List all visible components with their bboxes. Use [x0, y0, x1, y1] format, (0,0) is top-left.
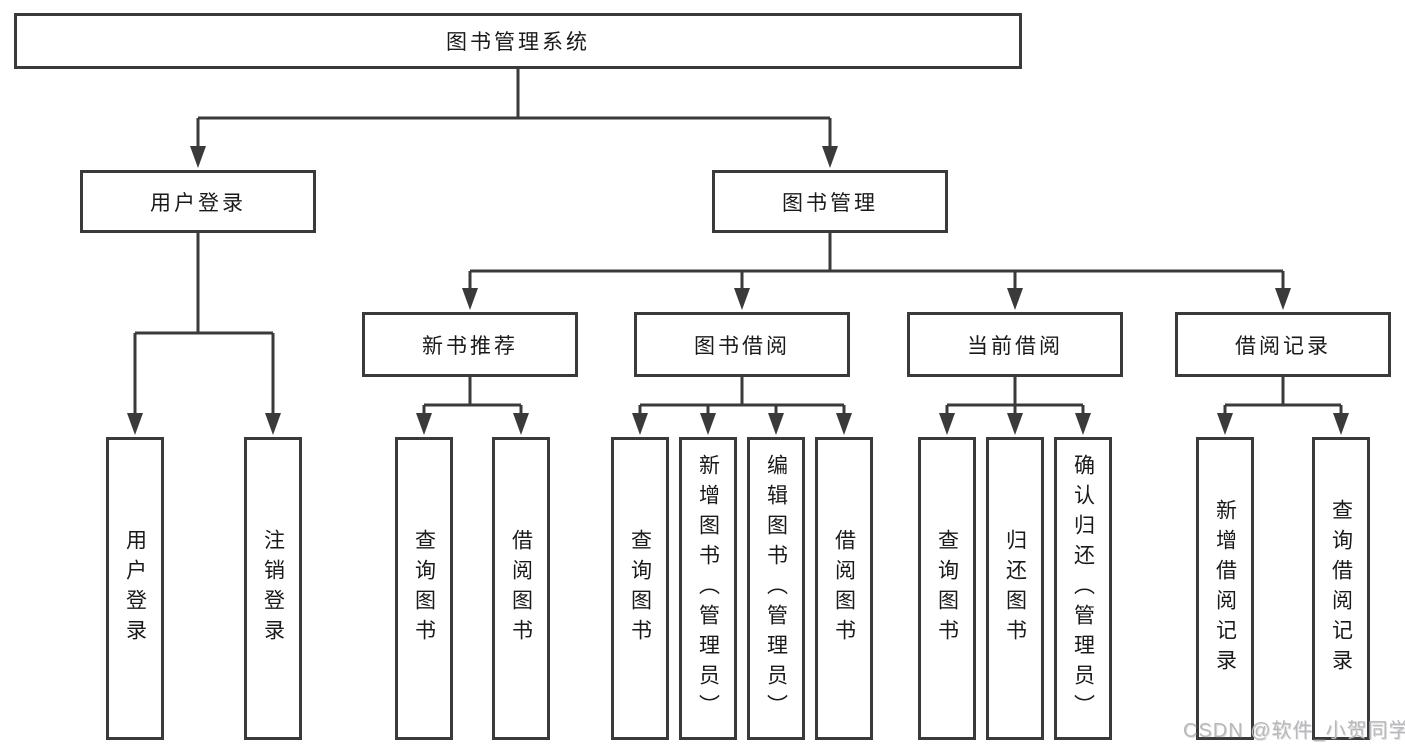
node-label: 图书管理 [782, 191, 878, 215]
leaf-label: 注销登录 [261, 528, 285, 649]
node-label: 借阅记录 [1235, 334, 1331, 358]
leaf-label: 归还图书 [1003, 528, 1027, 649]
leaf-edit-book-admin: 编辑图书（管理员） [747, 437, 805, 740]
node-new-book-recommend: 新书推荐 [362, 312, 578, 377]
node-current-borrowing: 当前借阅 [907, 312, 1123, 377]
leaf-add-book-admin: 新增图书（管理员） [679, 437, 737, 740]
leaf-label: 查询图书 [935, 528, 959, 649]
node-label: 图书借阅 [694, 334, 790, 358]
node-user-login: 用户登录 [80, 170, 316, 233]
node-borrowing-records: 借阅记录 [1175, 312, 1391, 377]
leaf-label: 确认归还（管理员） [1071, 453, 1095, 724]
leaf-borrow-books: 借阅图书 [815, 437, 873, 740]
node-label: 图书管理系统 [446, 31, 590, 54]
leaf-label: 借阅图书 [509, 528, 533, 649]
leaf-query-books-recommend: 查询图书 [395, 437, 453, 740]
leaf-borrow-books-recommend: 借阅图书 [492, 437, 550, 740]
leaf-label: 查询图书 [412, 528, 436, 649]
leaf-label: 用户登录 [123, 528, 147, 649]
node-label: 当前借阅 [967, 334, 1063, 358]
leaf-label: 查询图书 [628, 528, 652, 649]
leaf-label: 新增借阅记录 [1213, 498, 1237, 679]
leaf-logout: 注销登录 [244, 437, 302, 740]
node-label: 用户登录 [150, 191, 246, 215]
leaf-query-books-borrowing: 查询图书 [611, 437, 669, 740]
node-library-management-system: 图书管理系统 [14, 13, 1022, 69]
leaf-confirm-return-admin: 确认归还（管理员） [1054, 437, 1112, 740]
leaf-add-borrow-record: 新增借阅记录 [1196, 437, 1254, 740]
leaf-label: 借阅图书 [832, 528, 856, 649]
leaf-user-login: 用户登录 [106, 437, 164, 740]
leaf-query-borrow-record: 查询借阅记录 [1312, 437, 1370, 740]
leaf-query-books-current: 查询图书 [918, 437, 976, 740]
node-book-borrowing: 图书借阅 [634, 312, 850, 377]
node-book-management: 图书管理 [712, 170, 948, 233]
leaf-label: 新增图书（管理员） [696, 453, 720, 724]
leaf-return-book: 归还图书 [986, 437, 1044, 740]
leaf-label: 查询借阅记录 [1329, 498, 1353, 679]
csdn-watermark: CSDN @软件_小贺同学 [1183, 720, 1405, 742]
node-label: 新书推荐 [422, 334, 518, 358]
leaf-label: 编辑图书（管理员） [764, 453, 788, 724]
